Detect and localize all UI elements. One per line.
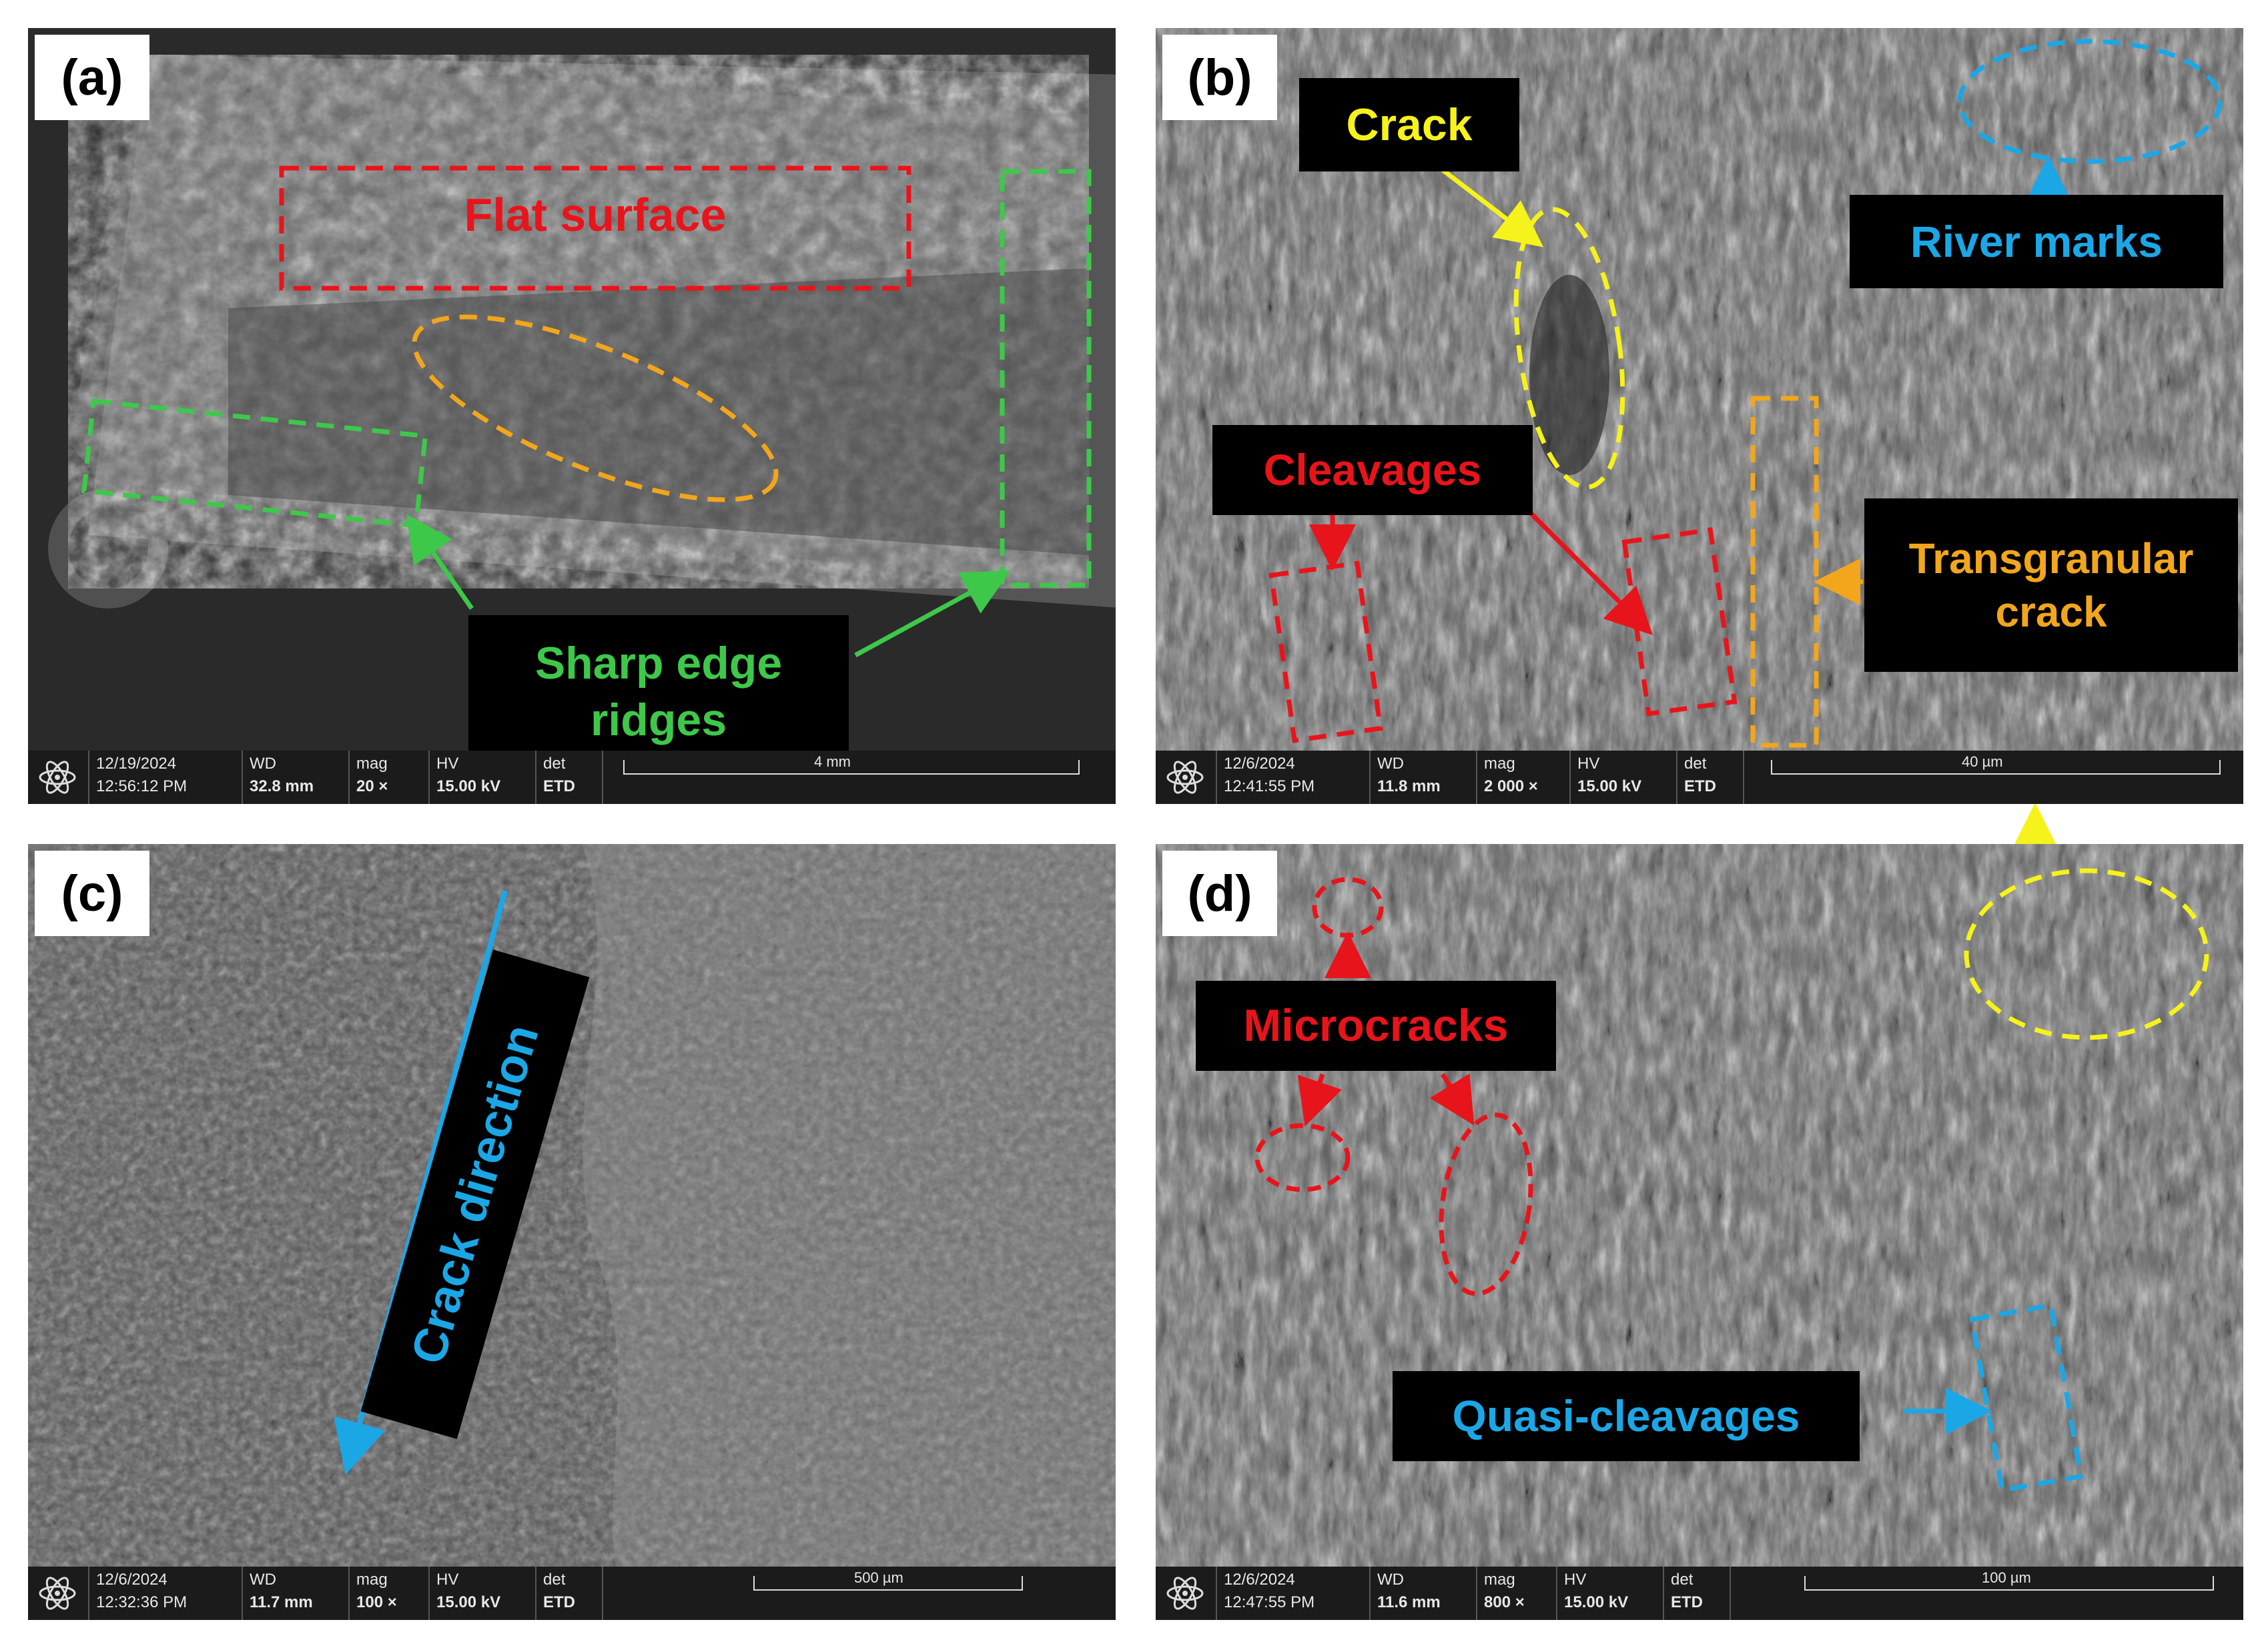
river-marks-label: River marks bbox=[1910, 216, 2163, 266]
det-value: ETD bbox=[543, 1593, 575, 1611]
atom-icon bbox=[39, 1577, 76, 1610]
scale-bar bbox=[1771, 760, 2221, 775]
mag-value: 20 × bbox=[356, 777, 388, 795]
hv-value: 15.00 kV bbox=[436, 1593, 501, 1611]
wd-value: 11.6 mm bbox=[1377, 1593, 1441, 1611]
mag-value: 800 × bbox=[1484, 1593, 1525, 1611]
sharp-edge-line1: Sharp edge bbox=[534, 638, 783, 689]
cleavages-label: Cleavages bbox=[1263, 445, 1482, 495]
microcrack-arrow-2 bbox=[1297, 1073, 1343, 1127]
mag-value: 100 × bbox=[356, 1593, 397, 1611]
crack-tag: Crack bbox=[1299, 78, 1519, 171]
hv-label: HV bbox=[436, 755, 459, 773]
cleavage-arrow-2 bbox=[1524, 506, 1653, 635]
flat-surface-label: Flat surface bbox=[464, 189, 727, 241]
edge-ridge-box-right bbox=[1000, 169, 1092, 588]
sem-image-c bbox=[28, 844, 1116, 1620]
date: 12/6/2024 bbox=[96, 1571, 167, 1589]
microcrack-arrow-3 bbox=[1429, 1073, 1475, 1126]
panel-a: (a) Flat surface Sharp edge ridges 12/19… bbox=[28, 28, 1116, 804]
scale-label: 500 µm bbox=[850, 1569, 907, 1587]
hv-label: HV bbox=[1577, 755, 1600, 773]
hv-value: 15.00 kV bbox=[1564, 1593, 1629, 1611]
river-marks-tag: River marks bbox=[1850, 195, 2223, 288]
atom-icon bbox=[39, 761, 76, 794]
crack-ellipse-d bbox=[1964, 868, 2209, 1040]
edge-ridge-box-left bbox=[81, 398, 428, 528]
atom-icon bbox=[1166, 1577, 1204, 1610]
det-value: ETD bbox=[1684, 777, 1716, 795]
mag-label: mag bbox=[356, 755, 388, 773]
transgranular-line1: Transgranular bbox=[1908, 534, 2194, 582]
det-value: ETD bbox=[1671, 1593, 1703, 1611]
sem-image-d bbox=[1156, 844, 2243, 1620]
scale-label: 100 µm bbox=[1978, 1569, 2035, 1587]
wd-label: WD bbox=[250, 755, 276, 773]
hv-value: 15.00 kV bbox=[436, 777, 501, 795]
orange-ellipse bbox=[412, 314, 779, 502]
sharp-edge-tag: Sharp edge ridges bbox=[468, 615, 849, 769]
quasi-cleavages-label: Quasi-cleavages bbox=[1452, 1391, 1800, 1441]
wd-label: WD bbox=[1377, 1571, 1404, 1589]
scale-bar bbox=[753, 1576, 1023, 1591]
info-bar-b: 12/6/2024 12:41:55 PM WD 11.8 mm mag 2 000 … bbox=[1156, 751, 2243, 804]
det-label: det bbox=[1671, 1571, 1693, 1589]
quasi-cleavages-tag: Quasi-cleavages bbox=[1393, 1371, 1860, 1461]
mag-label: mag bbox=[1484, 755, 1515, 773]
microcrack-ellipse-3 bbox=[1439, 1112, 1533, 1296]
wd-label: WD bbox=[250, 1571, 276, 1589]
mag-value: 2 000 × bbox=[1484, 777, 1538, 795]
hv-label: HV bbox=[436, 1571, 459, 1589]
sharp-edge-line2: ridges bbox=[590, 695, 727, 745]
atom-icon bbox=[1166, 761, 1204, 794]
crack-ellipse bbox=[1513, 207, 1625, 490]
time: 12:41:55 PM bbox=[1224, 777, 1315, 795]
wd-label: WD bbox=[1377, 755, 1404, 773]
hv-value: 15.00 kV bbox=[1577, 777, 1642, 795]
wd-value: 11.8 mm bbox=[1377, 777, 1441, 795]
date: 12/6/2024 bbox=[1224, 1571, 1295, 1589]
det-label: det bbox=[1684, 755, 1707, 773]
microcracks-tag: Microcracks bbox=[1196, 981, 1556, 1071]
panel-label-a: (a) bbox=[35, 35, 149, 120]
scale-label: 40 µm bbox=[1958, 753, 2007, 771]
transgranular-tag: Transgranular crack bbox=[1864, 498, 2238, 672]
date: 12/19/2024 bbox=[96, 755, 177, 773]
det-value: ETD bbox=[543, 777, 575, 795]
cleavages-tag: Cleavages bbox=[1212, 425, 1533, 515]
hv-label: HV bbox=[1564, 1571, 1587, 1589]
mag-label: mag bbox=[356, 1571, 388, 1589]
crack-label: Crack bbox=[1346, 99, 1473, 150]
mag-label: mag bbox=[1484, 1571, 1515, 1589]
river-marks-ellipse bbox=[1957, 39, 2223, 164]
green-arrow-left bbox=[406, 514, 474, 610]
wd-value: 32.8 mm bbox=[250, 777, 314, 795]
scale-bar bbox=[623, 760, 1080, 775]
scale-bar bbox=[1804, 1576, 2214, 1591]
transgranular-line2: crack bbox=[1995, 588, 2107, 636]
det-label: det bbox=[543, 1571, 566, 1589]
panel-label-d: (d) bbox=[1162, 851, 1277, 936]
panel-label-b: (b) bbox=[1162, 35, 1277, 120]
wd-value: 11.7 mm bbox=[250, 1593, 313, 1611]
microcracks-label: Microcracks bbox=[1243, 1000, 1509, 1051]
flat-surface-box bbox=[279, 165, 911, 291]
crack-arrow bbox=[1434, 163, 1544, 248]
time: 12:56:12 PM bbox=[96, 777, 187, 795]
panel-label-c: (c) bbox=[35, 851, 149, 936]
date: 12/6/2024 bbox=[1224, 755, 1295, 773]
panel-b: (b) Crack River marks Cleavages Transgra… bbox=[1156, 28, 2243, 804]
panel-d: (d) Microcracks Quasi-cleavages 12/6/202… bbox=[1156, 844, 2243, 1620]
sem-image-a bbox=[28, 28, 1116, 804]
det-label: det bbox=[543, 755, 566, 773]
time: 12:47:55 PM bbox=[1224, 1593, 1315, 1611]
green-arrow-right bbox=[854, 570, 1011, 658]
scale-label: 4 mm bbox=[810, 753, 855, 771]
time: 12:32:36 PM bbox=[96, 1593, 187, 1611]
